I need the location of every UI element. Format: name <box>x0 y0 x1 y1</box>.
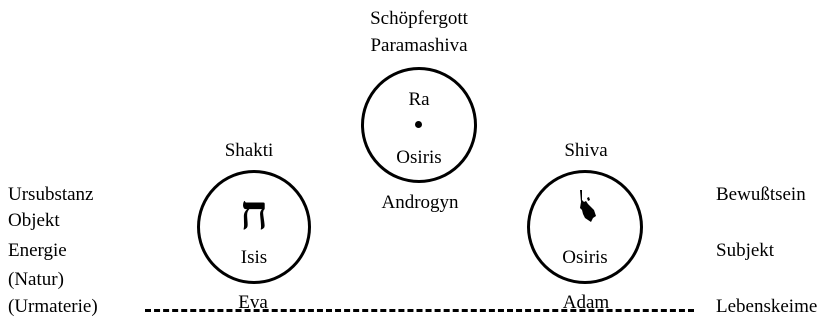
dashed-baseline <box>145 309 694 312</box>
adam-label: Adam <box>562 292 610 313</box>
ursubstanz-label: Ursubstanz <box>8 184 94 205</box>
right-circle <box>527 170 643 284</box>
subjekt-label: Subjekt <box>716 240 775 261</box>
center-circle <box>361 67 477 183</box>
androgyn-label: Androgyn <box>381 192 459 213</box>
lebenskeime-label: Lebenskeime <box>716 296 818 317</box>
hebrew-letter-het: ח <box>239 187 269 240</box>
seed-glyph-icon <box>580 190 596 222</box>
right-osiris-label: Osiris <box>562 247 608 268</box>
left-circle <box>197 170 311 284</box>
natur-label: (Natur) <box>8 269 64 290</box>
shakti-label: Shakti <box>224 140 274 161</box>
center-osiris-label: Osiris <box>396 147 442 168</box>
urmaterie-label: (Urmaterie) <box>8 296 98 317</box>
energie-label: Energie <box>8 240 67 261</box>
eva-label: Eva <box>238 292 268 313</box>
objekt-label: Objekt <box>8 210 60 231</box>
ra-label: Ra <box>408 89 430 110</box>
shiva-label: Shiva <box>564 140 608 161</box>
creator-label: Schöpfergott <box>370 8 468 29</box>
paramashiva-label: Paramashiva <box>370 35 468 56</box>
bewusstsein-label: Bewußtsein <box>716 184 806 205</box>
center-dot <box>415 121 422 128</box>
isis-label: Isis <box>240 247 268 268</box>
